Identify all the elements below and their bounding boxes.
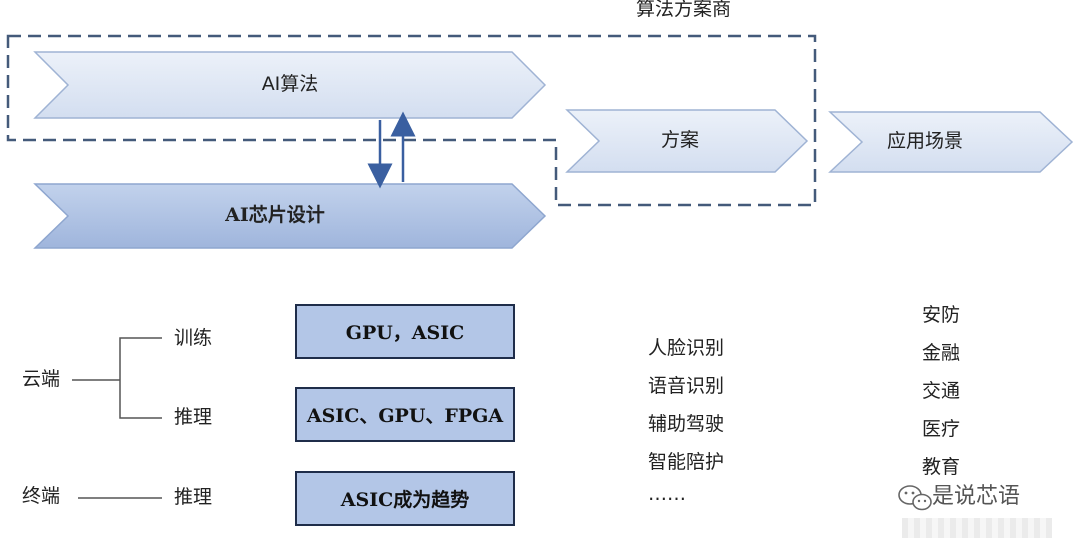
watermark-text: 是说芯语	[932, 484, 1021, 509]
solution-item: ……	[648, 483, 686, 505]
terminal-hardware-box: ASIC成为趋势	[295, 471, 515, 526]
application-label: 应用场景	[886, 130, 963, 152]
ai-chip-design-label: AI芯片设计	[225, 204, 325, 226]
inference-hardware-box: ASIC、GPU、FPGA	[295, 387, 515, 442]
ai-algorithm-chevron	[33, 51, 547, 119]
algorithm-vendor-label: 算法方案商	[636, 0, 732, 20]
solution-item: 智能陪护	[648, 451, 725, 473]
scenario-item: 安防	[922, 304, 961, 326]
terminal-label: 终端	[22, 485, 61, 507]
inference-hardware-text: ASIC、GPU、FPGA	[306, 405, 504, 427]
solution-label: 方案	[660, 129, 699, 151]
terminal-inference-label: 推理	[174, 486, 213, 508]
training-label: 训练	[174, 327, 213, 349]
solution-chevron	[565, 109, 809, 173]
solution-item: 语音识别	[648, 375, 725, 397]
ai-chip-design-chevron	[33, 183, 547, 249]
wechat-icon	[898, 485, 932, 511]
solution-item: 人脸识别	[648, 337, 725, 359]
cloud-bracket	[119, 337, 162, 419]
scenario-item: 交通	[922, 380, 961, 402]
watermark-blur	[902, 518, 1052, 538]
ai-algorithm-label: AI算法	[261, 73, 319, 95]
cloud-label: 云端	[22, 368, 61, 390]
terminal-hardware-text: ASIC成为趋势	[340, 489, 470, 511]
cloud-inference-label: 推理	[174, 406, 213, 428]
training-hardware-box: GPU，ASIC	[295, 304, 515, 359]
scenario-item: 金融	[922, 342, 961, 364]
solution-item: 辅助驾驶	[648, 413, 725, 435]
training-hardware-text: GPU，ASIC	[345, 322, 465, 344]
scenario-item: 教育	[922, 456, 961, 478]
algorithm-vendor-group-border	[6, 34, 817, 207]
scenario-item: 医疗	[922, 418, 961, 440]
application-chevron	[828, 111, 1074, 173]
